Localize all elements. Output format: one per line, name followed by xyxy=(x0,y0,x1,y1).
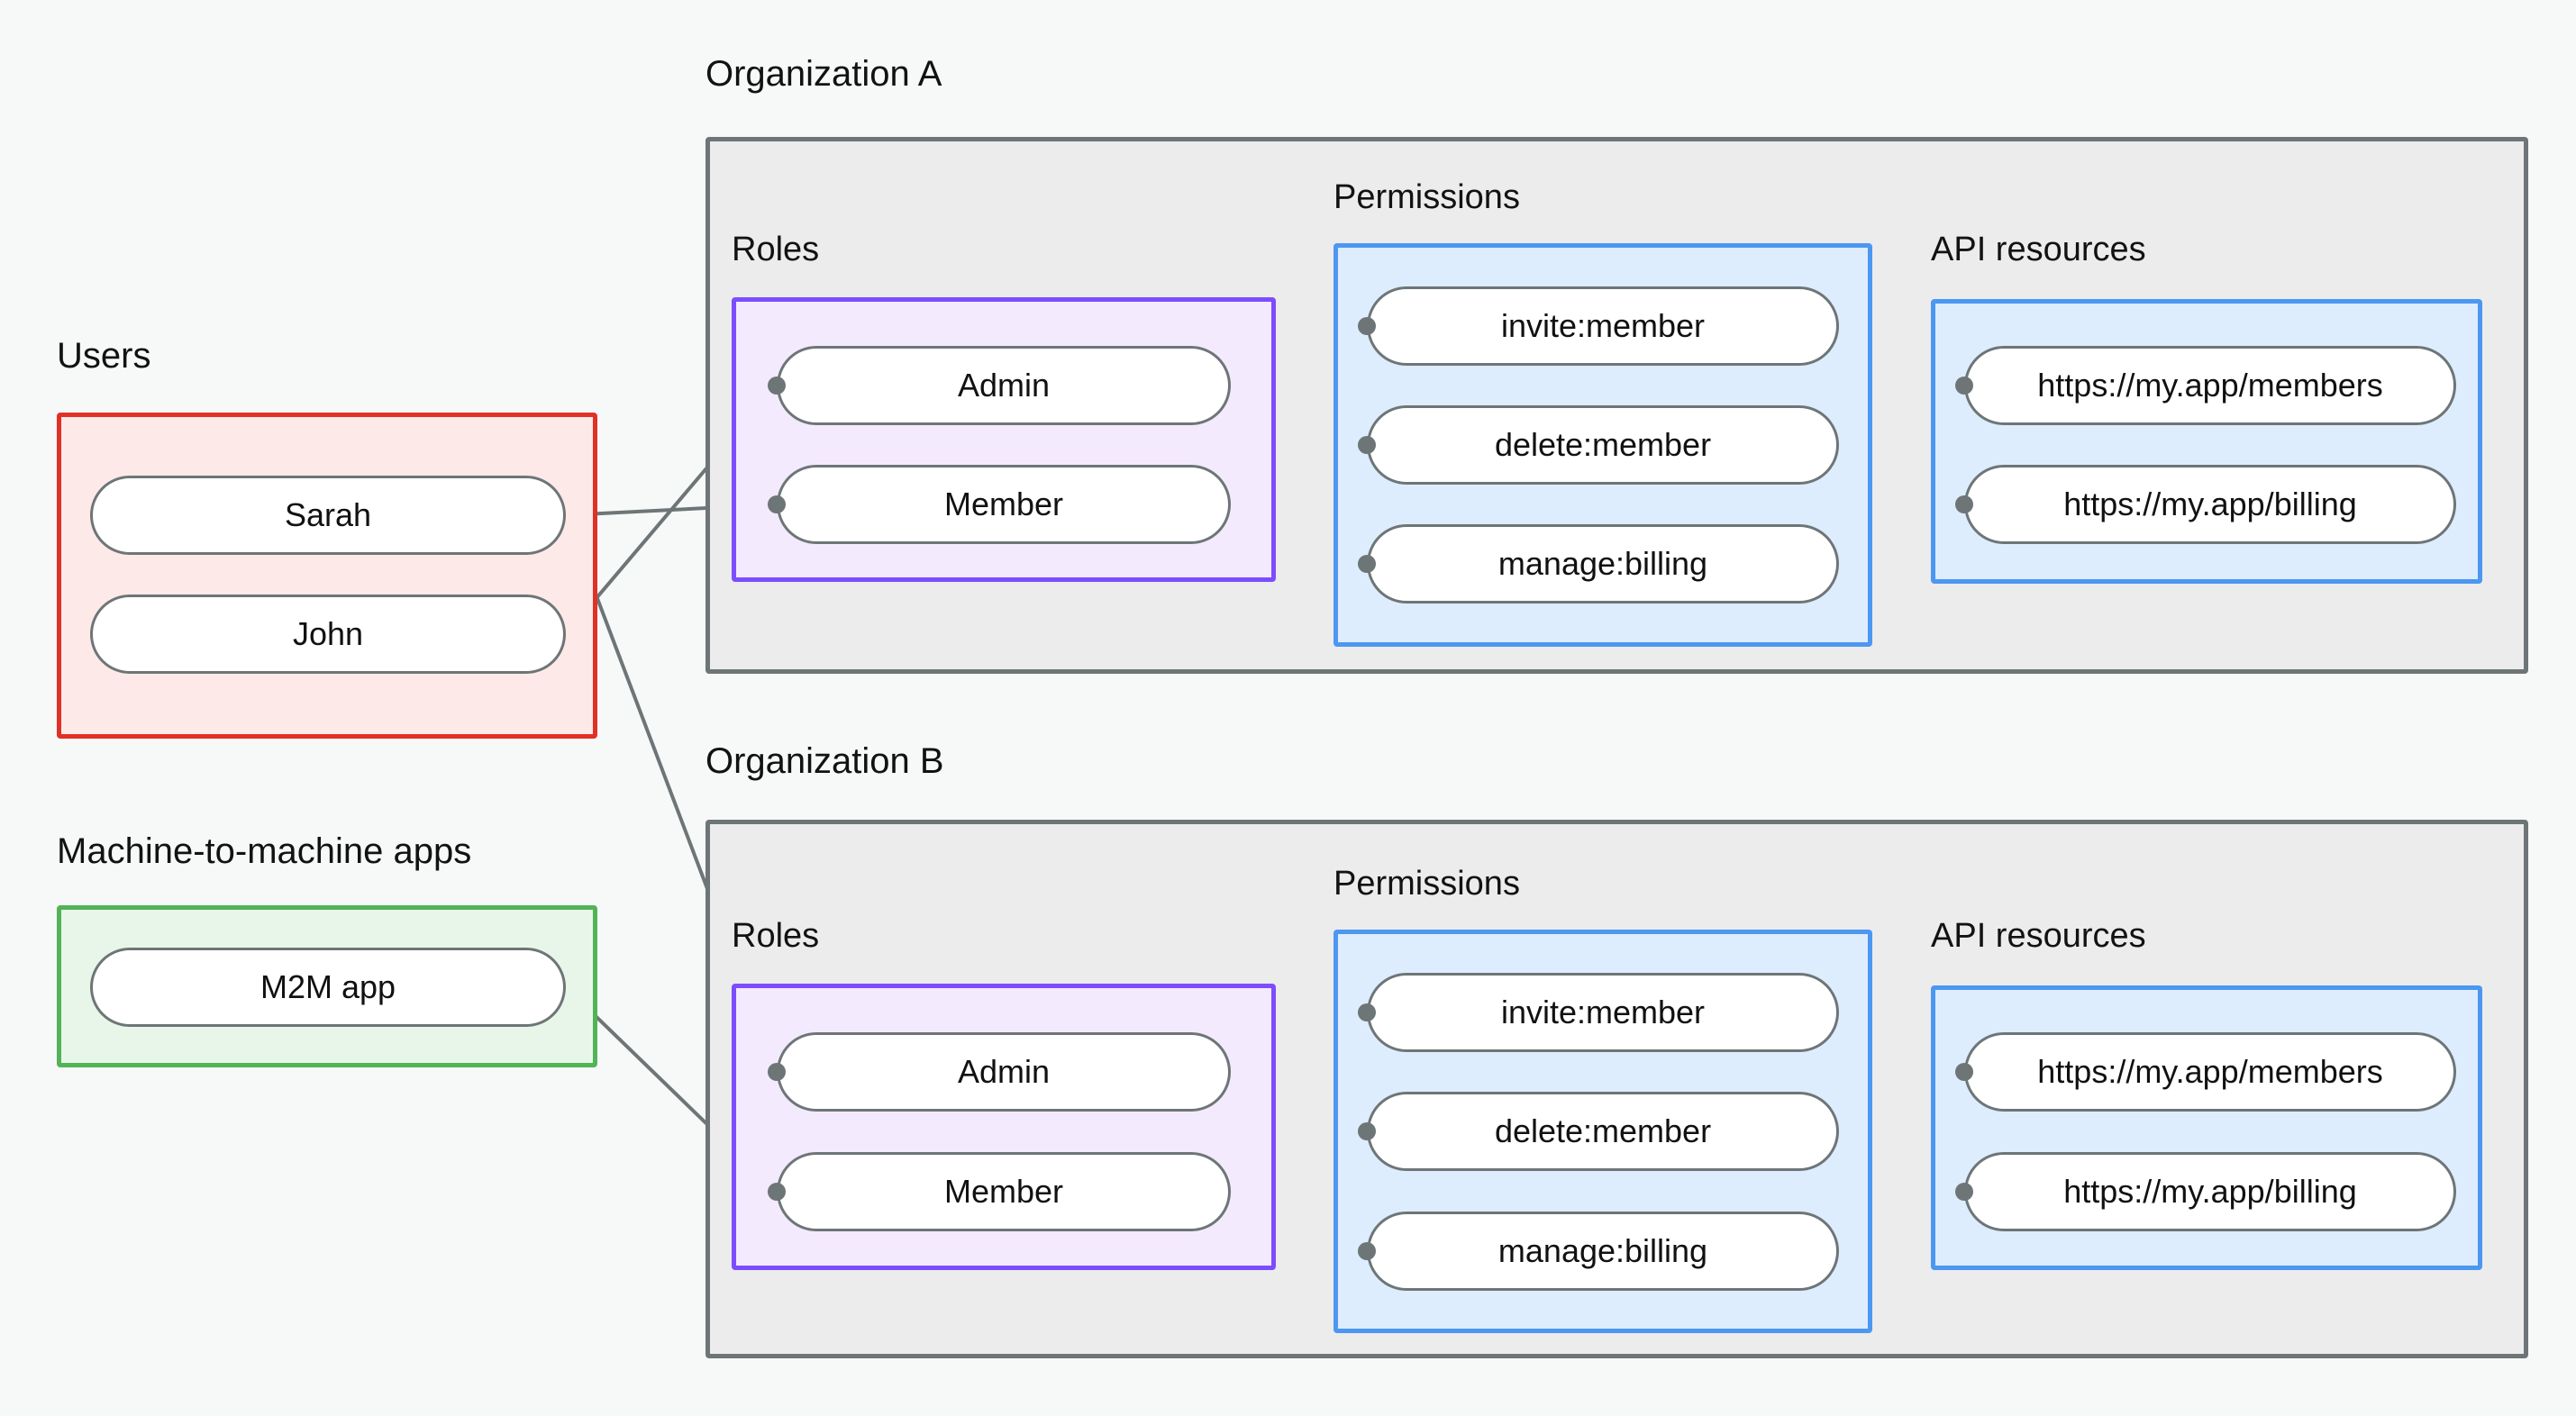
orgB-role-admin[interactable]: Admin xyxy=(777,1032,1231,1112)
orgA-api-resources-label: API resources xyxy=(1931,231,2146,268)
orgA-api-resource-billing[interactable]: https://my.app/billing xyxy=(1964,465,2456,544)
orgB-permission-invite-member[interactable]: invite:member xyxy=(1367,973,1839,1052)
dot-orgB-admin-in xyxy=(768,1063,786,1081)
orgB-permission-manage-billing[interactable]: manage:billing xyxy=(1367,1212,1839,1291)
organization-a-label: Organization A xyxy=(705,54,942,94)
orgB-role-member[interactable]: Member xyxy=(777,1152,1231,1231)
user-sarah[interactable]: Sarah xyxy=(90,476,566,555)
dot-orgA-billing-in xyxy=(1358,555,1376,573)
orgA-api-resource-members[interactable]: https://my.app/members xyxy=(1964,346,2456,425)
dot-orgB-res-members-in xyxy=(1955,1063,1973,1081)
orgA-roles-label: Roles xyxy=(732,231,820,268)
dot-orgB-res-billing-in xyxy=(1955,1183,1973,1201)
user-john[interactable]: John xyxy=(90,595,566,674)
orgB-api-resources-label: API resources xyxy=(1931,917,2146,955)
m2m-app[interactable]: M2M app xyxy=(90,948,566,1027)
orgB-api-resource-members[interactable]: https://my.app/members xyxy=(1964,1032,2456,1112)
orgB-roles-label: Roles xyxy=(732,917,820,955)
dot-orgA-delete-in xyxy=(1358,436,1376,454)
dot-orgB-delete-in xyxy=(1358,1122,1376,1140)
organization-b-label: Organization B xyxy=(705,741,944,781)
dot-orgA-admin-in xyxy=(768,377,786,395)
orgA-permission-delete-member[interactable]: delete:member xyxy=(1367,405,1839,485)
dot-orgA-invite-in xyxy=(1358,317,1376,335)
orgA-role-member[interactable]: Member xyxy=(777,465,1231,544)
dot-orgB-invite-in xyxy=(1358,1003,1376,1021)
dot-orgA-res-members-in xyxy=(1955,377,1973,395)
orgB-api-resource-billing[interactable]: https://my.app/billing xyxy=(1964,1152,2456,1231)
users-label: Users xyxy=(57,336,151,376)
dot-orgA-res-billing-in xyxy=(1955,495,1973,513)
users-box xyxy=(57,413,597,739)
m2m-label: Machine-to-machine apps xyxy=(57,831,472,871)
orgB-permissions-label: Permissions xyxy=(1334,865,1520,903)
dot-orgB-member-in xyxy=(768,1183,786,1201)
dot-orgB-billing-in xyxy=(1358,1242,1376,1260)
orgA-role-admin[interactable]: Admin xyxy=(777,346,1231,425)
orgA-permission-manage-billing[interactable]: manage:billing xyxy=(1367,524,1839,604)
orgA-permissions-label: Permissions xyxy=(1334,178,1520,216)
orgB-permission-delete-member[interactable]: delete:member xyxy=(1367,1092,1839,1171)
orgA-permission-invite-member[interactable]: invite:member xyxy=(1367,286,1839,366)
dot-orgA-member-in xyxy=(768,495,786,513)
